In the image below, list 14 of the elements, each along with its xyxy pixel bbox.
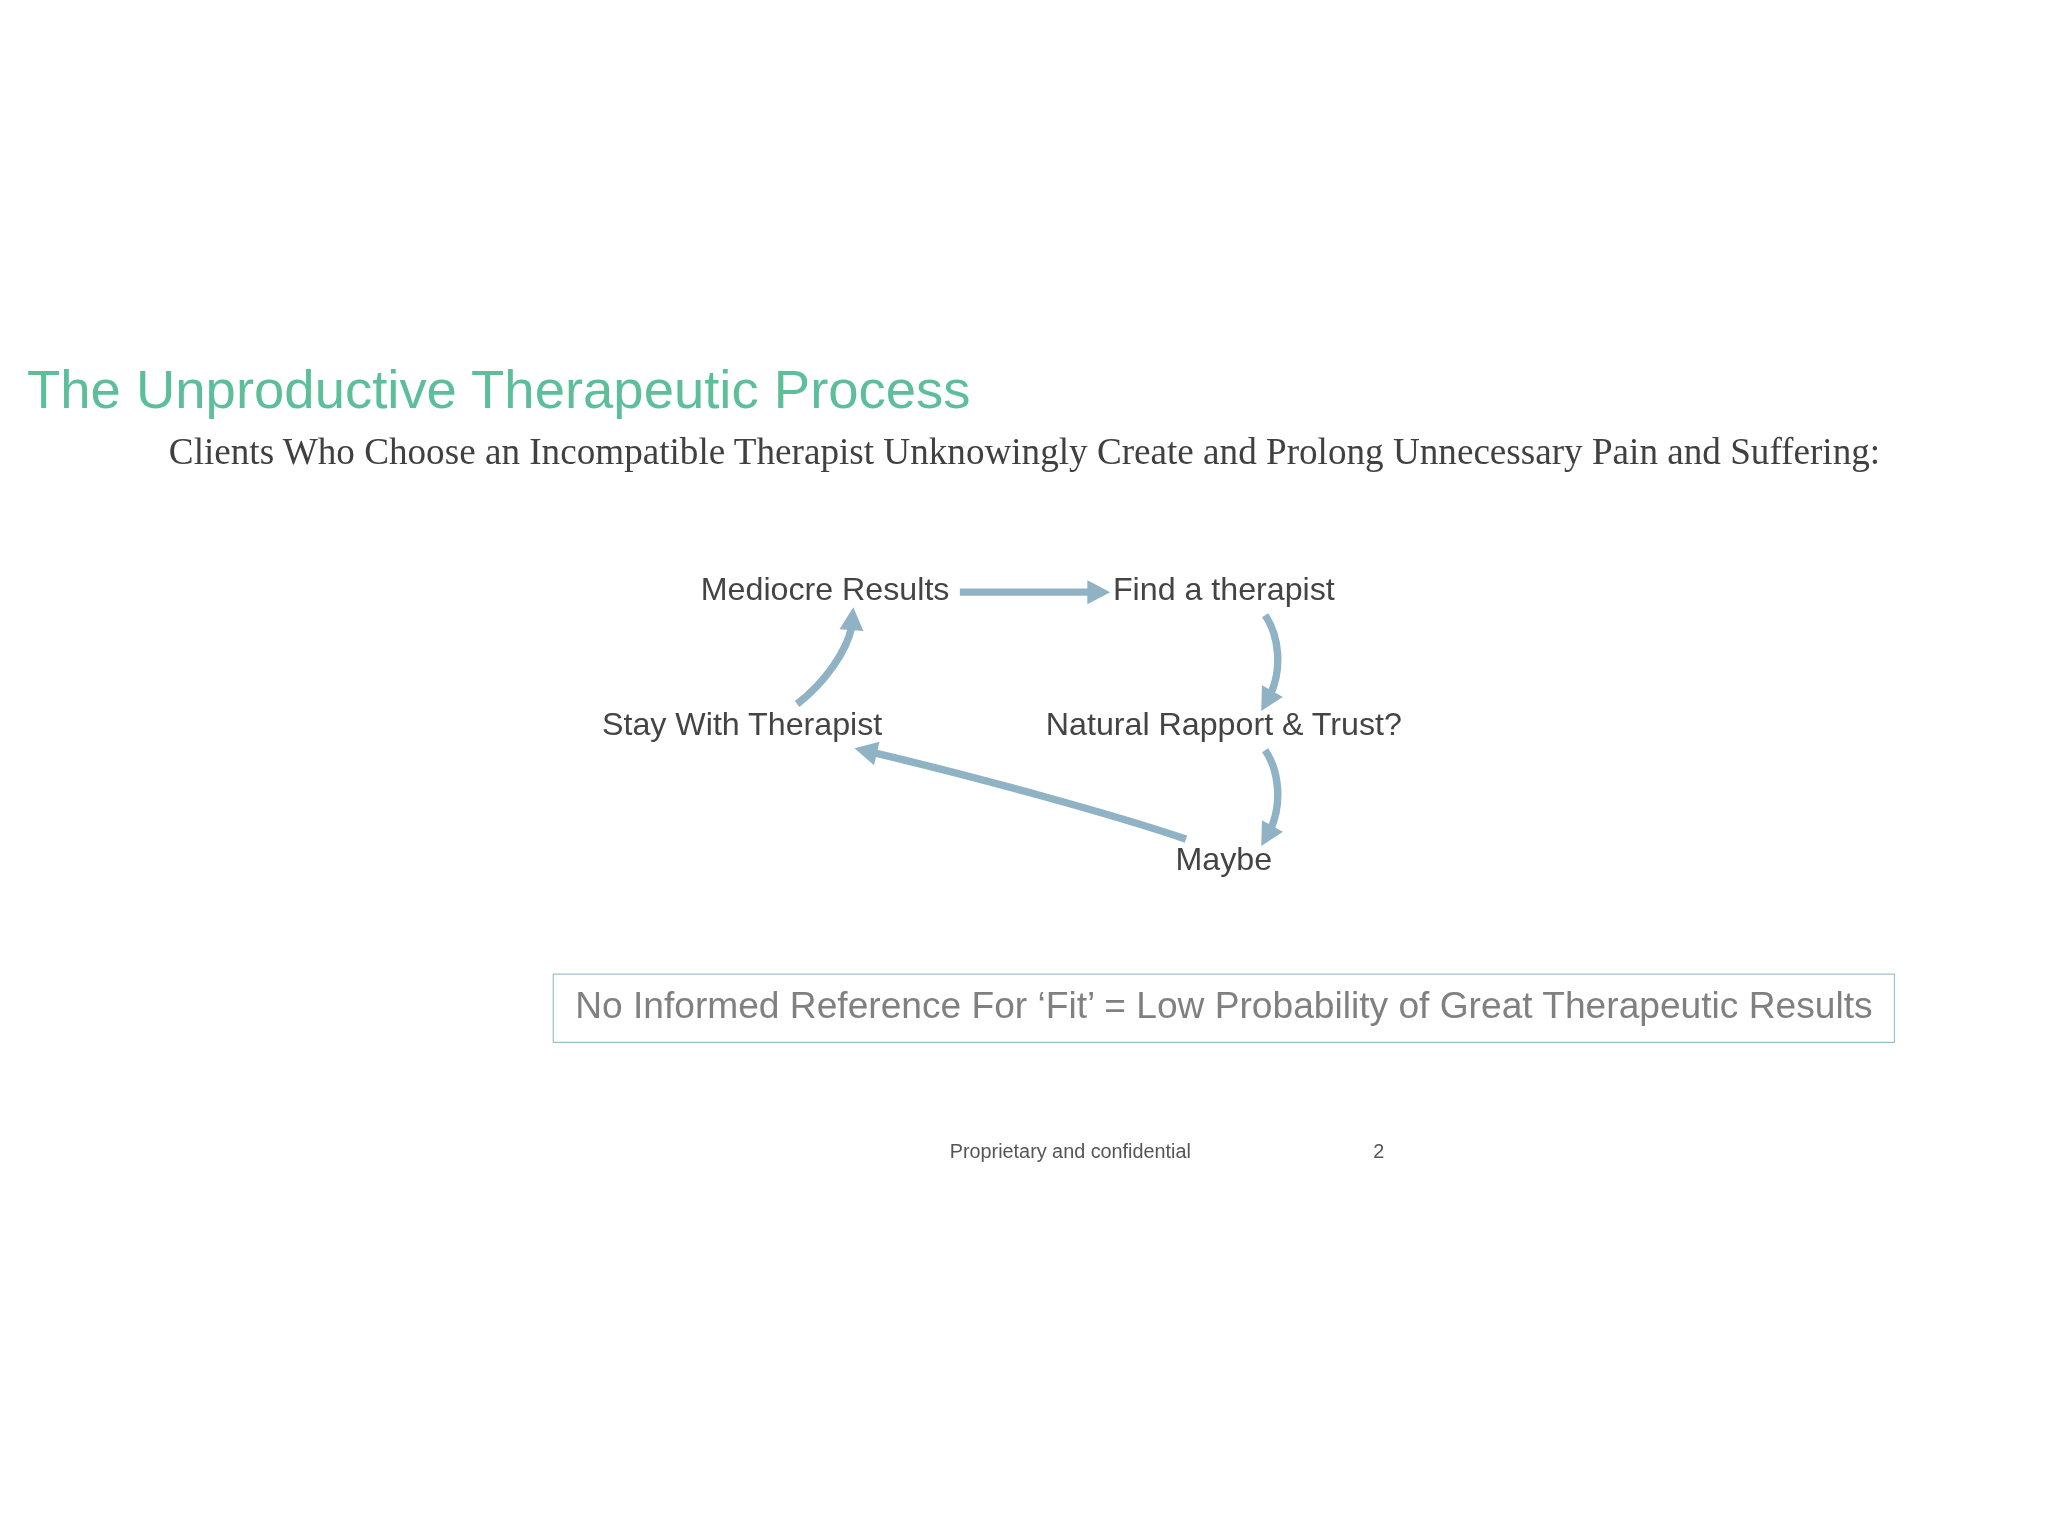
node-text: Stay With Therapist [601, 705, 882, 742]
label: 2 [1372, 1140, 1384, 1163]
node-text: Find a therapist [1112, 570, 1335, 607]
node-text: Mediocre Results [700, 570, 949, 607]
arrow [794, 607, 863, 707]
label: Clients Who Choose an Incompatible Therapist Unknowingly Create and Prolong Unnecessary Pain and Suffering: [168, 430, 1880, 472]
diagram-title: The Unproductive Therapeutic Process [26, 359, 971, 421]
arrow [854, 741, 1187, 843]
arrow [1260, 748, 1283, 846]
label: Proprietary and confidential [949, 1140, 1191, 1163]
node-box: No Informed Reference For ‘Fit’ = Low Probability of Great Therapeutic Results [552, 973, 1895, 1043]
node-text: Maybe [1175, 840, 1272, 877]
arrow [1260, 613, 1283, 711]
node-text: Natural Rapport & Trust? [1045, 705, 1402, 742]
